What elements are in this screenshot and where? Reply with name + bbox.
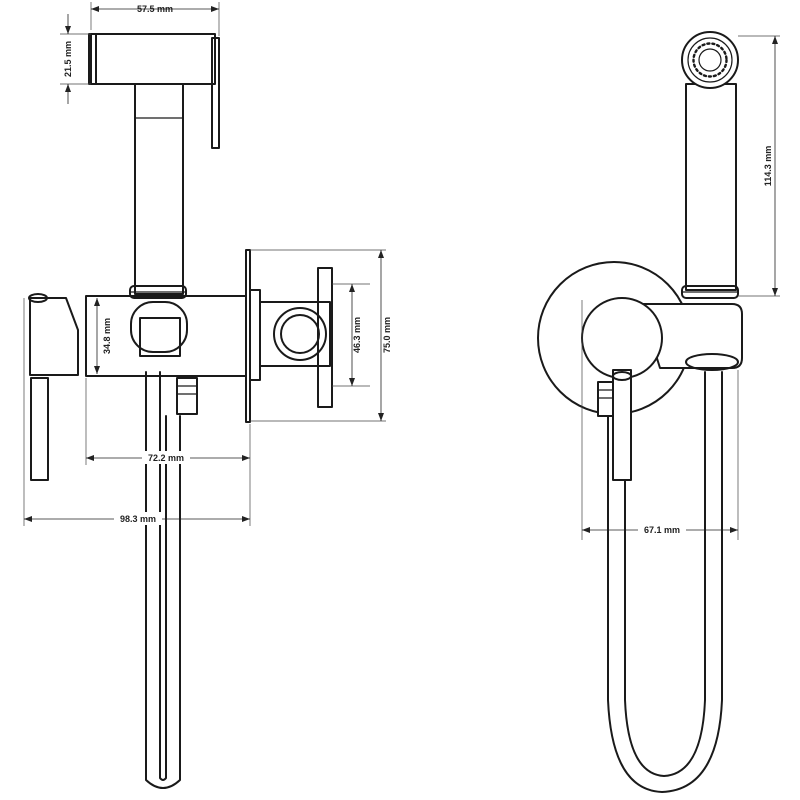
dim-body-height: 34.8 mm — [94, 298, 112, 374]
dim-label-body-depth: 72.2 mm — [148, 453, 184, 463]
dim-label-bracket-height: 46.3 mm — [352, 317, 362, 353]
front-view: 114.3 mm 67.1 mm — [537, 31, 780, 793]
dim-label-holder-height: 21.5 mm — [63, 41, 73, 77]
dim-body-depth: 72.2 mm — [85, 378, 251, 465]
dim-label-sprayer-length: 114.3 mm — [763, 146, 773, 187]
sprayer-side — [88, 33, 220, 299]
dim-label-body-height: 34.8 mm — [102, 318, 112, 354]
dim-label-flange-height: 75.0 mm — [382, 317, 392, 353]
holder-ring-side — [130, 301, 188, 357]
mixer-body-front — [581, 297, 663, 379]
dim-label-front-width: 67.1 mm — [644, 525, 680, 535]
dim-bracket-height: 46.3 mm — [332, 283, 370, 387]
side-view: 57.5 mm 21.5 mm 34.8 mm 46.3 mm — [23, 2, 392, 789]
dim-label-holder-width: 57.5 mm — [137, 4, 173, 14]
dim-overall-depth: 98.3 mm — [23, 298, 251, 526]
hose-connector-side — [176, 377, 198, 415]
bracket-side — [259, 267, 333, 408]
hose-front — [607, 371, 723, 793]
dim-front-width: 67.1 mm — [581, 300, 739, 540]
dim-holder-width: 57.5 mm — [90, 2, 220, 36]
dim-sprayer-length: 114.3 mm — [738, 35, 780, 297]
mixer-lever-front — [612, 369, 632, 481]
mixer-lever-side — [28, 293, 79, 481]
hose-side — [145, 371, 181, 789]
dim-label-overall-depth: 98.3 mm — [120, 514, 156, 524]
holder-front — [639, 303, 743, 371]
dim-flange-height: 75.0 mm — [250, 249, 392, 422]
dim-holder-height: 21.5 mm — [60, 14, 91, 104]
spray-nozzle-holes — [692, 42, 728, 78]
flange-collar — [249, 289, 261, 381]
sprayer-front — [681, 31, 739, 299]
